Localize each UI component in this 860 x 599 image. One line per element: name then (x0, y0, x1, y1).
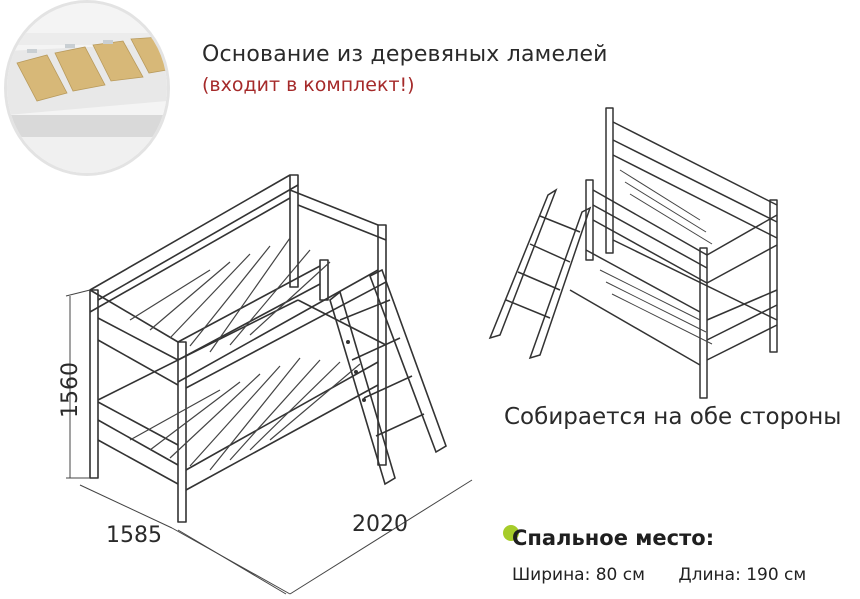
included-note: (входит в комплект!) (202, 74, 415, 96)
wooden-slat-base-icon (7, 3, 167, 173)
bullet-dot-icon (503, 525, 519, 541)
slat-base-title: Основание из деревяных ламелей (202, 42, 608, 67)
sleeping-length: Длина: 190 см (678, 565, 807, 585)
dimension-length: 2020 (352, 512, 408, 537)
slat-base-badge (4, 0, 170, 176)
assembly-note: Собирается на обе стороны (504, 404, 842, 430)
dimension-height: 1560 (58, 362, 83, 418)
dimension-width: 1585 (106, 523, 162, 548)
sleeping-place-specs: Ширина: 80 см Длина: 190 см (512, 565, 834, 585)
sleeping-width: Ширина: 80 см (512, 565, 645, 585)
sleeping-place-title: Спальное место: (512, 526, 715, 550)
